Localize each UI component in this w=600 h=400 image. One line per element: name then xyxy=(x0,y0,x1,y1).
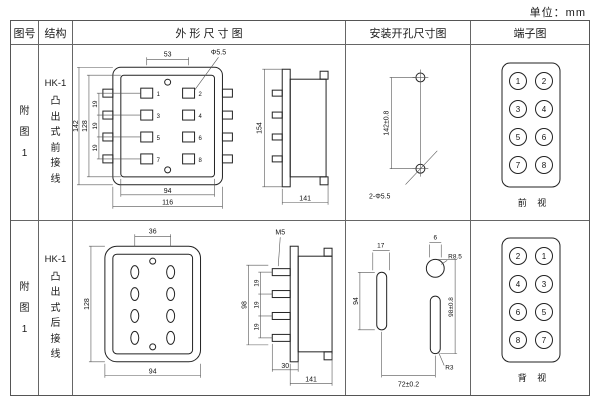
pin-number-4: 4 xyxy=(199,114,203,120)
fig-no-cell-row2: 附图1 xyxy=(11,221,39,395)
view-caption-rear: 背 视 xyxy=(518,372,551,383)
terminal-block-outline-rear xyxy=(501,237,561,363)
header-terminal-diagram: 端子图 xyxy=(471,21,589,45)
fig-no-cell-row1: 附图1 xyxy=(11,45,39,221)
dim-top-width: 53 xyxy=(164,51,172,58)
header-structure: 结构 xyxy=(39,21,73,45)
terminal-rear-5: 5 xyxy=(542,308,547,317)
terminal-cell-row1: 1 2 3 4 5 6 7 8 前 视 xyxy=(471,45,589,221)
dim-hole-dia: Φ5.5 xyxy=(211,49,226,56)
outline-drawing-front-wiring: 53 Φ5.5 19 19 19 128 142 94 116 154 141 … xyxy=(73,49,329,209)
dim-horizontal-spacing: 72±0.2 xyxy=(398,381,419,388)
mounting-cell-row2: 17 6 R8.5 94 98±0.8 R3 72±0.2 xyxy=(346,221,471,395)
dim-hole-spacing: 142±0.8 xyxy=(384,110,391,135)
dimension-table: 图号 结构 外 形 尺 寸 图 安装开孔尺寸图 端子图 附图1 HK-1 凸出式… xyxy=(10,20,590,396)
structure-desc-row2: 凸出式后接线 xyxy=(50,271,61,361)
dim-width-outer: 116 xyxy=(162,199,173,206)
dim-side-depth: 141 xyxy=(299,195,311,202)
terminal-cell-row2: 2 1 4 3 6 5 8 7 背 视 xyxy=(471,221,589,395)
mounting-drawing-front-wiring: 142±0.8 2-Φ5.5 xyxy=(369,69,438,200)
view-caption-front: 前 视 xyxy=(518,197,551,208)
dim-height-outer: 142 xyxy=(73,120,80,132)
dim-slot-offset: 17 xyxy=(377,242,385,249)
model-label-row2: HK-1 xyxy=(44,253,67,265)
dim-side-depth-rear: 141 xyxy=(305,377,317,384)
pin-number-2: 2 xyxy=(199,92,203,98)
header-outline-dimensions: 外 形 尺 寸 图 xyxy=(73,21,346,45)
model-label-row1: HK-1 xyxy=(44,78,67,89)
mounting-slots-and-holes xyxy=(376,258,445,355)
pin-number-7: 7 xyxy=(157,157,161,163)
outline-cell-row2: 36 128 94 M5 19 19 19 98 30 141 xyxy=(73,221,346,395)
front-view-dimension-lines xyxy=(76,56,223,209)
dim-pitch-2-rear: 19 xyxy=(253,301,260,309)
dim-height-rear: 128 xyxy=(84,298,91,310)
relay-front-view xyxy=(102,66,233,185)
dim-pitch-3-rear: 19 xyxy=(253,323,260,331)
hole-callout: 2-Φ5.5 xyxy=(369,193,390,200)
terminal-rear-7: 7 xyxy=(542,336,547,345)
terminal-2: 2 xyxy=(542,77,547,86)
outline-drawing-rear-wiring: 36 128 94 M5 19 19 19 98 30 141 xyxy=(84,228,333,386)
rear-view-dimension-lines xyxy=(88,234,201,378)
pin-number-3: 3 xyxy=(157,114,161,120)
relay-side-view xyxy=(271,68,329,187)
mounting-drawing-rear-wiring: 17 6 R8.5 94 98±0.8 R3 72±0.2 xyxy=(353,235,462,389)
pin-number-6: 6 xyxy=(199,135,203,141)
dim-pin-depth: 30 xyxy=(281,363,289,370)
terminal-6: 6 xyxy=(542,133,547,142)
dim-side-height: 154 xyxy=(256,122,263,134)
relay-rear-view xyxy=(104,245,202,363)
terminal-rear-8: 8 xyxy=(516,336,521,345)
terminal-rear-4: 4 xyxy=(516,280,521,289)
mounting-cell-row1: 142±0.8 2-Φ5.5 xyxy=(346,45,471,221)
terminal-8: 8 xyxy=(542,161,547,170)
dim-width-rear: 94 xyxy=(149,369,157,376)
dim-height-inner: 128 xyxy=(82,120,89,132)
structure-cell-row2: HK-1 凸出式后接线 xyxy=(39,221,73,395)
dim-pitch-1-rear: 19 xyxy=(253,279,260,287)
dim-pitch-3: 19 xyxy=(92,143,99,151)
thread-callout: M5 xyxy=(275,229,285,236)
dim-pin-span: 98 xyxy=(241,301,248,309)
mounting-dimension-lines-rear xyxy=(357,242,458,378)
dim-pitch-1: 19 xyxy=(92,100,99,108)
structure-desc-row1: 凸出式前接线 xyxy=(50,96,61,185)
unit-label: 单位：mm xyxy=(529,7,586,19)
dim-top-width-rear: 36 xyxy=(149,228,157,235)
terminal-1: 1 xyxy=(516,77,521,86)
terminal-diagram-front-view: 1 2 3 4 5 6 7 8 前 视 xyxy=(501,62,561,208)
dim-pitch-2: 19 xyxy=(92,122,99,130)
terminal-3: 3 xyxy=(516,105,521,114)
terminal-block-outline xyxy=(501,62,561,187)
side-view-dimension-lines xyxy=(262,68,329,205)
terminal-7: 7 xyxy=(516,161,521,170)
fig-no-row2: 附图1 xyxy=(19,281,30,335)
terminal-diagram-rear-view: 2 1 4 3 6 5 8 7 背 视 xyxy=(501,237,561,383)
dim-right-span: 98±0.8 xyxy=(448,297,455,317)
terminal-4: 4 xyxy=(542,105,547,114)
relay-rear-side-view xyxy=(271,245,333,363)
terminal-rear-3: 3 xyxy=(542,280,547,289)
header-fig-no: 图号 xyxy=(11,21,39,45)
terminal-rear-1: 1 xyxy=(542,252,547,261)
terminal-rear-2: 2 xyxy=(516,252,521,261)
pin-number-8: 8 xyxy=(199,157,203,163)
terminal-5: 5 xyxy=(516,133,521,142)
dim-top-offset: 6 xyxy=(433,235,437,242)
dim-left-span: 94 xyxy=(353,297,360,305)
mounting-dimension-lines xyxy=(389,69,438,185)
structure-cell-row1: HK-1 凸出式前接线 xyxy=(39,45,73,221)
dim-width-inner: 94 xyxy=(164,187,172,194)
rear-side-dimension-lines xyxy=(246,237,333,386)
fig-no-row1: 附图1 xyxy=(19,106,30,159)
pin-number-5: 5 xyxy=(157,135,161,141)
radius-small-callout: R3 xyxy=(445,365,454,372)
pin-number-1: 1 xyxy=(157,92,161,98)
header-mounting-holes: 安装开孔尺寸图 xyxy=(346,21,471,45)
outline-cell-row1: 53 Φ5.5 19 19 19 128 142 94 116 154 141 … xyxy=(73,45,346,221)
radius-big-callout: R8.5 xyxy=(448,253,462,260)
terminal-rear-6: 6 xyxy=(516,308,521,317)
